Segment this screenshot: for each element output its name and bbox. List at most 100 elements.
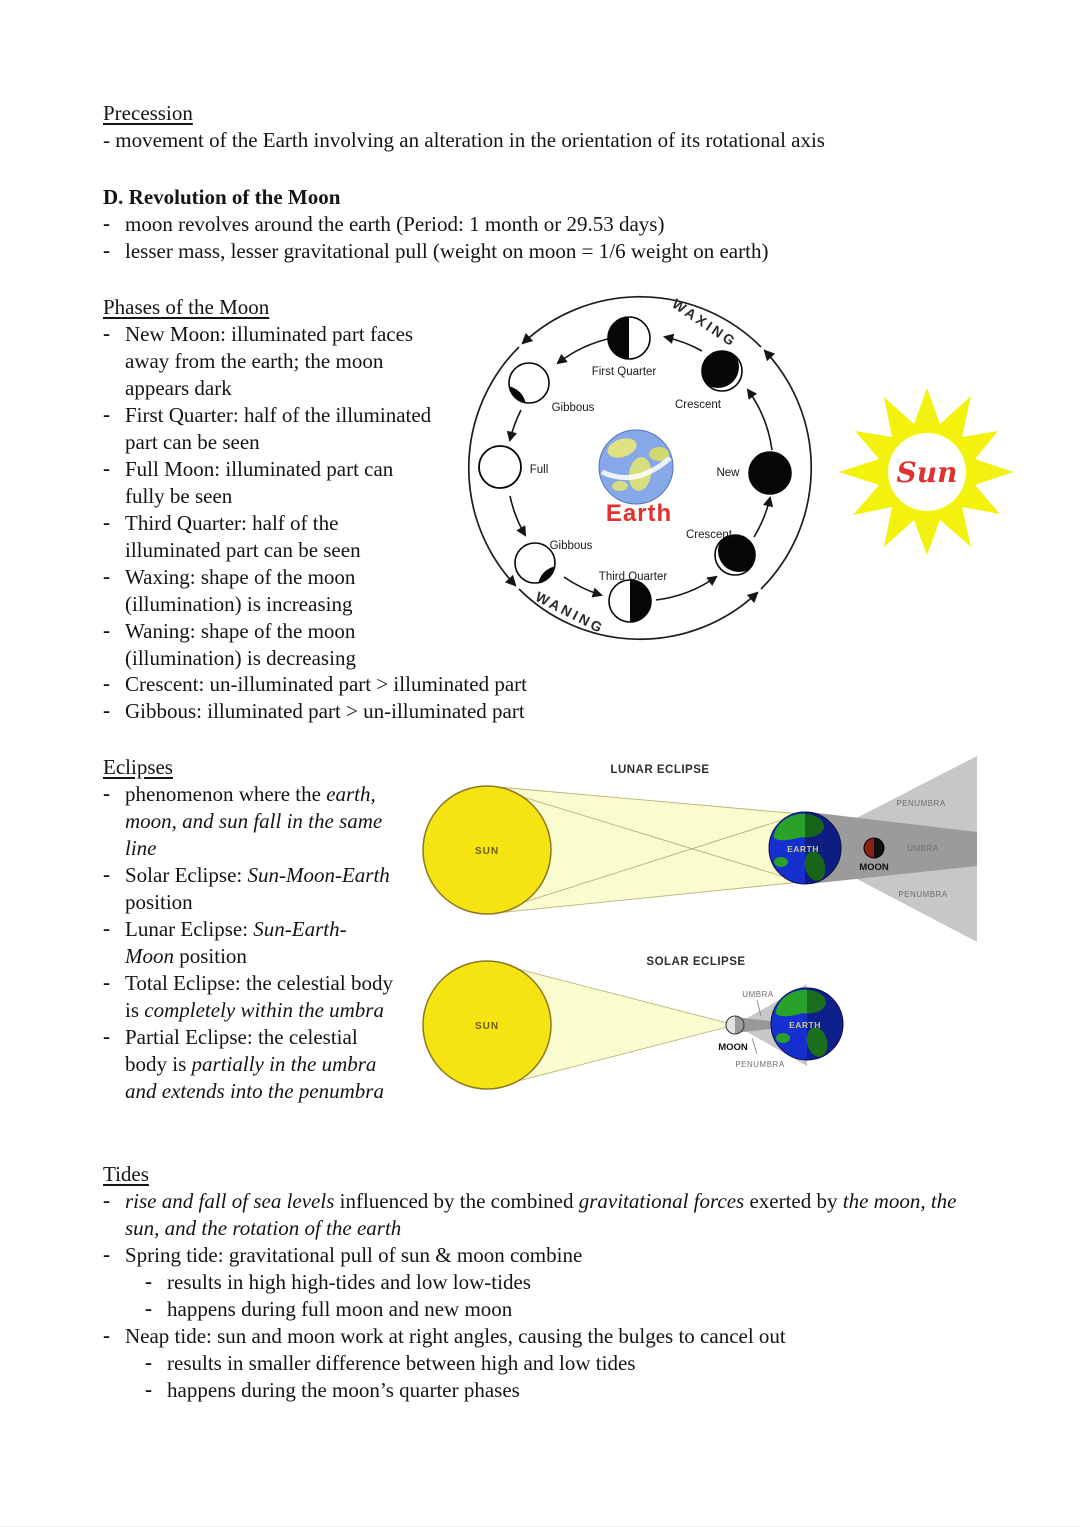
bullet-dash	[103, 618, 125, 672]
bullet-dash	[103, 1024, 125, 1105]
list-item-text: Lunar Eclipse: Sun-Earth-Moon position	[125, 917, 347, 968]
moon-icon: MOON	[718, 1015, 748, 1053]
list-item-text: Solar Eclipse: Sun-Moon-Earth position	[125, 863, 390, 914]
list-item-text: rise and fall of sea levels influenced b…	[125, 1189, 957, 1240]
umbra-cone	[735, 1017, 805, 1033]
phases-heading: Phases of the Moon	[103, 295, 270, 319]
list-item: Total Eclipse: the celestial body is com…	[103, 970, 395, 1024]
sub-list-item: happens during the moon’s quarter phases	[145, 1377, 958, 1404]
lunar-eclipse-svg: LUNAR ECLIPSE SUN EART	[422, 756, 977, 942]
bullet-dash	[103, 1188, 125, 1242]
sun-label: SUN	[475, 1021, 499, 1032]
list-item-text: phenomenon where the earth, moon, and su…	[125, 782, 383, 860]
list-item: lesser mass, lesser gravitational pull (…	[103, 238, 1033, 265]
label-new: New	[716, 467, 740, 479]
sub-list-item-text: results in smaller difference between hi…	[167, 1351, 636, 1375]
list-item-text: Crescent: un-illuminated part > illumina…	[125, 672, 527, 696]
bullet-dash	[103, 1242, 125, 1269]
bullet-dash	[103, 916, 125, 970]
list-item-text: Third Quarter: half of the illuminated p…	[125, 511, 361, 562]
penumbra-label: PENUMBRA	[735, 1060, 785, 1069]
list-item: Neap tide: sun and moon work at right an…	[103, 1323, 958, 1350]
list-item: New Moon: illuminated part faces away fr…	[103, 321, 437, 402]
penumbra-top-label: PENUMBRA	[896, 799, 946, 808]
list-item-text: Total Eclipse: the celestial body is com…	[125, 971, 393, 1022]
bullet-dash	[103, 1323, 125, 1350]
list-item-text: First Quarter: half of the illuminated p…	[125, 403, 432, 454]
bullet-dash	[103, 402, 125, 456]
phases-extra-items: Crescent: un-illuminated part > illumina…	[103, 671, 863, 725]
label-crescent-waxing: Crescent	[675, 399, 722, 411]
umbra-label: UMBRA	[907, 844, 939, 853]
section-phases: Phases of the Moon New Moon: illuminated…	[103, 294, 437, 672]
label-crescent-waning: Crescent	[686, 529, 733, 541]
sun-label: SUN	[475, 846, 499, 857]
sunlight-beam	[486, 960, 808, 1090]
moon-icon: MOON	[859, 837, 889, 873]
sub-list-item: results in high high-tides and low low-t…	[145, 1269, 958, 1296]
label-full: Full	[530, 464, 549, 476]
list-item: Spring tide: gravitational pull of sun &…	[103, 1242, 958, 1269]
solar-eclipse-svg: SOLAR ECLIPSE SUN EART	[422, 956, 844, 1090]
list-item: Waning: shape of the moon (illumination)…	[103, 618, 437, 672]
earth-label: EARTH	[789, 1020, 821, 1030]
sun-icon: SUN	[422, 960, 552, 1090]
list-item: Lunar Eclipse: Sun-Earth-Moon position	[103, 916, 395, 970]
sub-list-item: happens during full moon and new moon	[145, 1296, 958, 1323]
list-item-text: Spring tide: gravitational pull of sun &…	[125, 1243, 583, 1267]
lunar-eclipse-diagram: LUNAR ECLIPSE SUN EART	[413, 744, 983, 959]
bullet-dash	[103, 862, 125, 916]
orbit-circle	[467, 295, 813, 641]
moon-label: MOON	[718, 1042, 748, 1053]
precession-heading: Precession	[103, 101, 193, 125]
bullet-dash	[103, 456, 125, 510]
list-item-text: Neap tide: sun and moon work at right an…	[125, 1324, 786, 1348]
sun-icon: SUN	[422, 785, 552, 915]
bullet-dash	[103, 510, 125, 564]
eclipses-heading: Eclipses	[103, 755, 173, 779]
sunlight-beam	[486, 785, 802, 915]
tides-heading: Tides	[103, 1162, 149, 1186]
bullet-dash	[103, 970, 125, 1024]
list-item-text: Waning: shape of the moon (illumination)…	[125, 619, 356, 670]
moon-label: MOON	[859, 862, 889, 873]
list-item: First Quarter: half of the illuminated p…	[103, 402, 437, 456]
bullet-dash	[145, 1296, 167, 1323]
sub-list-item-text: happens during the moon’s quarter phases	[167, 1378, 520, 1402]
moon-waxing-gibbous-icon	[508, 362, 550, 404]
moon-waxing-crescent-icon	[701, 350, 743, 392]
moon-new-icon	[748, 451, 792, 495]
precession-body: - movement of the Earth involving an alt…	[103, 128, 825, 152]
list-item: Partial Eclipse: the celestial body is p…	[103, 1024, 395, 1105]
section-tides: Tides rise and fall of sea levels influe…	[103, 1161, 958, 1404]
earth-label: EARTH	[787, 844, 819, 854]
section-eclipses: Eclipses phenomenon where the earth, moo…	[103, 754, 395, 1105]
list-item: Waxing: shape of the moon (illumination)…	[103, 564, 437, 618]
bullet-dash	[103, 211, 125, 238]
umbra-cone	[809, 812, 977, 884]
sub-list-item-text: results in high high-tides and low low-t…	[167, 1270, 531, 1294]
earth-icon: EARTH	[770, 987, 844, 1061]
list-item: Full Moon: illuminated part can fully be…	[103, 456, 437, 510]
earth-icon	[598, 429, 674, 505]
bullet-dash	[145, 1377, 167, 1404]
section-precession: Precession - movement of the Earth invol…	[103, 100, 1033, 154]
sun-label: Sun	[897, 456, 958, 489]
revolution-heading: D. Revolution of the Moon	[103, 185, 341, 209]
list-item: Third Quarter: half of the illuminated p…	[103, 510, 437, 564]
list-item-text: moon revolves around the earth (Period: …	[125, 212, 665, 236]
list-item: Gibbous: illuminated part > un-illuminat…	[103, 698, 863, 725]
list-item: rise and fall of sea levels influenced b…	[103, 1188, 958, 1242]
earth-label: Earth	[606, 500, 672, 527]
umbra-label: UMBRA	[742, 990, 774, 999]
section-revolution: D. Revolution of the Moon moon revolves …	[103, 184, 1033, 265]
earth-icon: EARTH	[768, 811, 842, 885]
bullet-dash	[103, 781, 125, 862]
list-item-text: Full Moon: illuminated part can fully be…	[125, 457, 394, 508]
list-item-text: lesser mass, lesser gravitational pull (…	[125, 239, 769, 263]
waning-label: WANING	[533, 588, 608, 637]
moon-third-quarter-icon	[608, 579, 652, 623]
label-third-quarter: Third Quarter	[599, 571, 668, 583]
bullet-dash	[103, 671, 125, 698]
list-item: Solar Eclipse: Sun-Moon-Earth position	[103, 862, 395, 916]
